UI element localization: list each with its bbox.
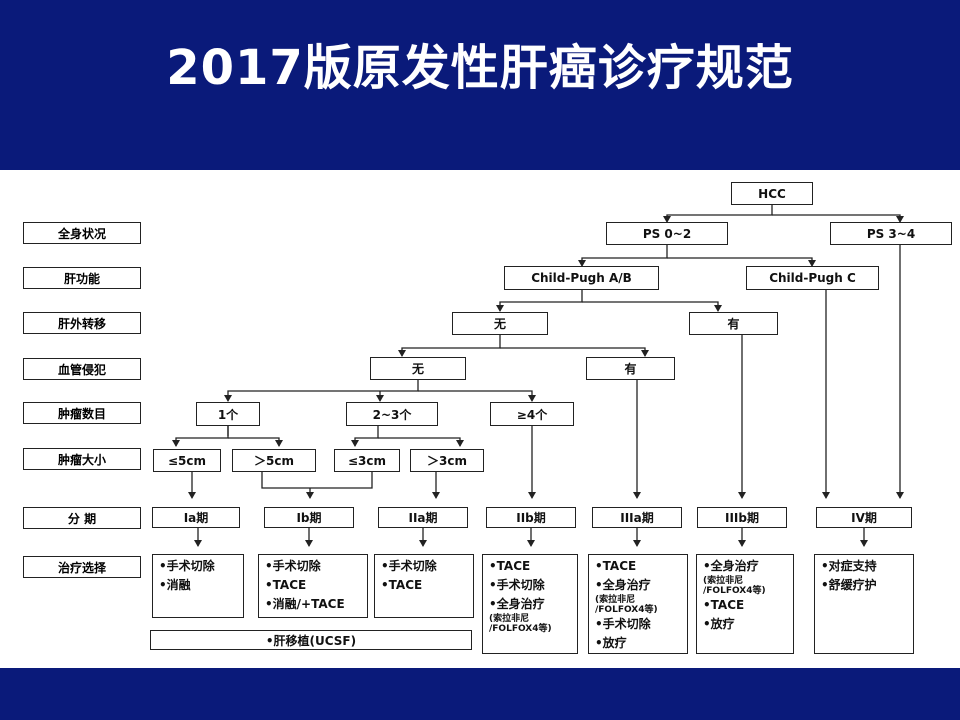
row-label-liver-function: 肝功能 xyxy=(23,267,141,289)
title-banner xyxy=(0,0,960,170)
treatment-iv: •对症支持 •舒缓疗护 xyxy=(814,554,914,654)
node-child-pugh-c: Child-Pugh C xyxy=(746,266,879,290)
treatment-iiib: •全身治疗 (索拉非尼 /FOLFOX4等) •TACE •放疗 xyxy=(696,554,794,654)
treatment-note: (索拉非尼 /FOLFOX4等) xyxy=(703,576,766,596)
treatment-item: •手术切除 xyxy=(489,578,545,592)
node-stage-iv: IV期 xyxy=(816,507,912,528)
treatment-item: •手术切除 xyxy=(159,559,215,573)
treatment-item: •TACE xyxy=(489,559,531,573)
treatment-item: •TACE xyxy=(265,578,307,592)
slide-title: 2017版原发性肝癌诊疗规范 xyxy=(166,40,794,96)
treatment-ib: •手术切除 •TACE •消融/+TACE xyxy=(258,554,368,618)
node-stage-iiia: IIIa期 xyxy=(592,507,682,528)
treatment-item: •消融/+TACE xyxy=(265,597,345,611)
treatment-item: •放疗 xyxy=(595,636,627,650)
treatment-note: (索拉非尼 /FOLFOX4等) xyxy=(489,614,552,634)
treatment-item: •放疗 xyxy=(703,617,735,631)
node-vi-yes: 有 xyxy=(586,357,675,380)
node-ehm-yes: 有 xyxy=(689,312,778,335)
node-stage-ia: Ia期 xyxy=(152,507,240,528)
treatment-item: •手术切除 xyxy=(265,559,321,573)
treatment-note: (索拉非尼 /FOLFOX4等) xyxy=(595,595,658,615)
treatment-iib: •TACE •手术切除 •全身治疗 (索拉非尼 /FOLFOX4等) xyxy=(482,554,578,654)
treatment-item: •手术切除 xyxy=(595,617,651,631)
node-count-4-plus: ≥4个 xyxy=(490,402,574,426)
treatment-item: •TACE xyxy=(595,559,637,573)
treatment-item: •全身治疗 xyxy=(489,597,545,611)
node-stage-iiib: IIIb期 xyxy=(697,507,787,528)
node-stage-ib: Ib期 xyxy=(264,507,354,528)
treatment-item: •舒缓疗护 xyxy=(821,578,877,592)
node-size-le-3cm: ≤3cm xyxy=(334,449,400,472)
node-count-1: 1个 xyxy=(196,402,260,426)
treatment-item: •对症支持 xyxy=(821,559,877,573)
node-size-le-5cm: ≤5cm xyxy=(153,449,221,472)
treatment-item: •全身治疗 xyxy=(703,559,759,573)
treatment-item: •TACE xyxy=(703,598,745,612)
treatment-ia: •手术切除 •消融 xyxy=(152,554,244,618)
node-size-gt-5cm: ＞5cm xyxy=(232,449,316,472)
treatment-liver-transplant: •肝移植(UCSF) xyxy=(150,630,472,650)
node-size-gt-3cm: ＞3cm xyxy=(410,449,484,472)
treatment-iiia: •TACE •全身治疗 (索拉非尼 /FOLFOX4等) •手术切除 •放疗 xyxy=(588,554,688,654)
row-label-treatment: 治疗选择 xyxy=(23,556,141,578)
treatment-iia: •手术切除 •TACE xyxy=(374,554,474,618)
row-label-tumor-number: 肿瘤数目 xyxy=(23,402,141,424)
node-stage-iib: IIb期 xyxy=(486,507,576,528)
treatment-item: •全身治疗 xyxy=(595,578,651,592)
node-hcc: HCC xyxy=(731,182,813,205)
row-label-extrahepatic-metastasis: 肝外转移 xyxy=(23,312,141,334)
footer-banner xyxy=(0,668,960,720)
treatment-item: •手术切除 xyxy=(381,559,437,573)
node-vi-no: 无 xyxy=(370,357,466,380)
row-label-performance-status: 全身状况 xyxy=(23,222,141,244)
treatment-item: •消融 xyxy=(159,578,191,592)
row-label-tumor-size: 肿瘤大小 xyxy=(23,448,141,470)
node-count-2-3: 2~3个 xyxy=(346,402,438,426)
row-label-vascular-invasion: 血管侵犯 xyxy=(23,358,141,380)
node-ps-0-2: PS 0~2 xyxy=(606,222,728,245)
row-label-stage: 分 期 xyxy=(23,507,141,529)
node-ps-3-4: PS 3~4 xyxy=(830,222,952,245)
node-ehm-no: 无 xyxy=(452,312,548,335)
treatment-item: •TACE xyxy=(381,578,423,592)
node-child-pugh-ab: Child-Pugh A/B xyxy=(504,266,659,290)
node-stage-iia: IIa期 xyxy=(378,507,468,528)
